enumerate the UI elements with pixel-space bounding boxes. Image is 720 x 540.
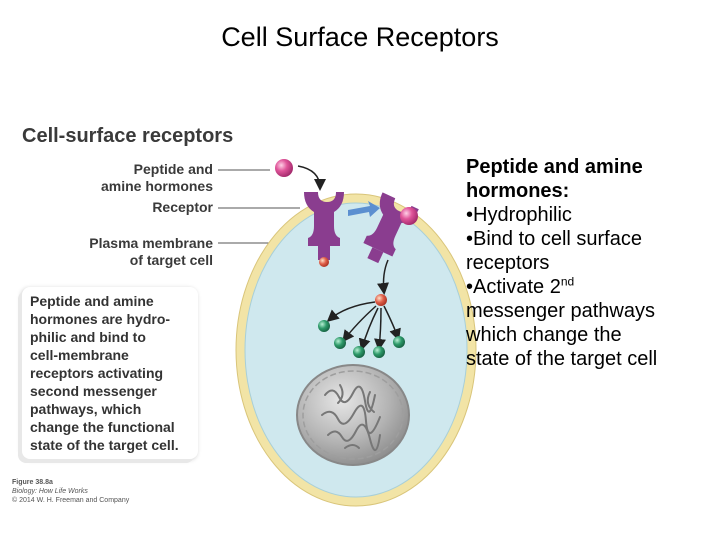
second-messenger-2 (334, 337, 346, 349)
hormone-path-arrow (297, 165, 326, 191)
receptor-bound (363, 192, 419, 264)
callout-membrane-line2: of target cell (129, 252, 213, 268)
second-messenger-source (375, 294, 387, 306)
callout-membrane-line1: Plasma membrane (89, 235, 213, 251)
slide-title: Cell Surface Receptors (221, 22, 499, 52)
signal-arrow (377, 259, 389, 295)
notes-bullet-hydrophilic: •Hydrophilic (466, 204, 572, 226)
receptor-unbound (304, 192, 344, 267)
notes-bullet-activate-line3: which change the (466, 324, 622, 346)
callout-peptide-line2: amine hormones (100, 178, 213, 194)
second-messenger-arrows (326, 301, 401, 351)
figure-credit: Figure 38.8a Biology: How Life Works © 2… (12, 478, 129, 505)
notes-bullet-activate-prefix: •Activate 2 (466, 276, 561, 298)
free-hormone (275, 159, 293, 177)
second-messenger-4 (373, 346, 385, 358)
credit-figure-number: Figure 38.8a (12, 479, 53, 486)
notes-heading-line2: hormones: (466, 180, 570, 202)
bound-hormone (400, 207, 418, 225)
callout-peptide-hormones: Peptide and amine hormones (70, 161, 213, 195)
second-messenger-3 (353, 346, 365, 358)
notes-bullet-activate-line2: messenger pathways (466, 300, 655, 322)
notes-heading-line1: Peptide and amine (466, 156, 643, 178)
notes-bullet-activate-line1: •Activate 2nd (466, 275, 716, 299)
credit-copyright: © 2014 W. H. Freeman and Company (12, 497, 130, 504)
figure-caption: Peptide and amine hormones are hydro- ph… (30, 293, 179, 453)
activation-arrow (348, 201, 380, 217)
callout-peptide-line1: Peptide and (133, 161, 213, 177)
callout-plasma-membrane: Plasma membrane of target cell (60, 235, 213, 269)
figure-caption-box: Peptide and amine hormones are hydro- ph… (22, 287, 198, 459)
second-messenger-1 (318, 320, 330, 332)
nucleus (296, 364, 410, 466)
credit-book-title: Biology: How Life Works (12, 488, 88, 495)
notes-panel: Peptide and amine hormones: •Hydrophilic… (466, 155, 716, 371)
notes-bullet-activate-line4: state of the target cell (466, 348, 658, 370)
second-messenger-5 (393, 336, 405, 348)
notes-bullet-activate-sup: nd (560, 274, 575, 289)
second-messengers (318, 320, 405, 358)
notes-bullet-bind-line2: receptors (466, 252, 550, 274)
callout-receptor: Receptor (152, 199, 213, 215)
notes-bullet-bind-line1: •Bind to cell surface (466, 228, 642, 250)
figure-title: Cell-surface receptors (22, 125, 234, 147)
